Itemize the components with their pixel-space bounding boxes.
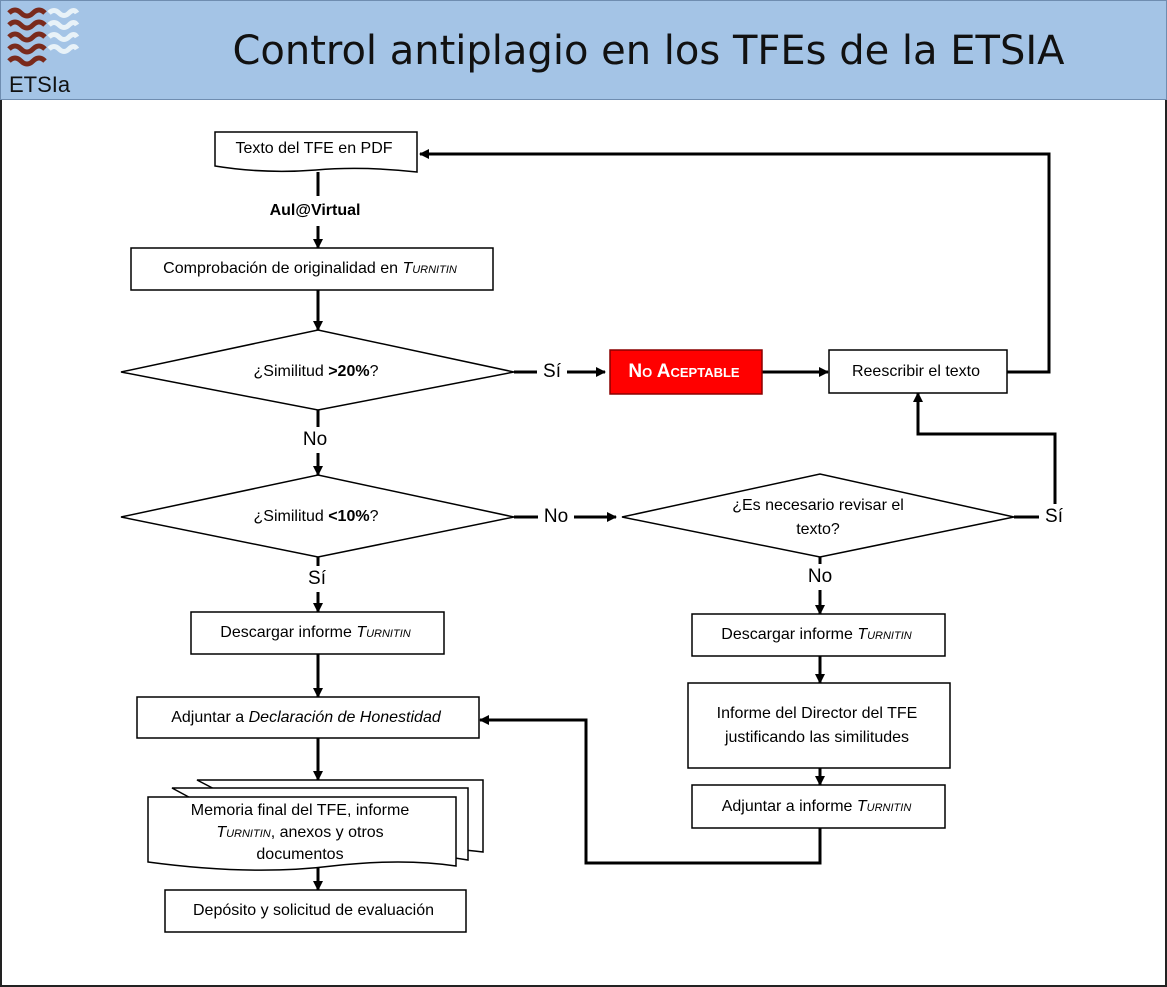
director-label: Informe del Director del TFE justificand… (716, 704, 918, 746)
attach2-box (691, 784, 946, 829)
sim20-label: ¿Similitud >20%? (253, 363, 379, 380)
diagram-frame (0, 100, 1167, 987)
download2-label: Descargar informe Turnitin (721, 626, 912, 643)
logo-text: ETSIa (9, 72, 71, 97)
aula-virtual-label: Aul@Virtual (249, 196, 381, 226)
page-title: Control antiplagio en los TFEs de la ETS… (232, 28, 1065, 74)
edge-label-sim20-yes: Sí (537, 359, 567, 385)
not-acceptable-box (609, 349, 763, 395)
download-box (190, 611, 445, 655)
director-box (687, 682, 951, 769)
revise-label: ¿Es necesario revisar el texto? (732, 497, 904, 538)
pdf-text-label: Texto del TFE en PDF (235, 140, 393, 157)
sim20-diamond (120, 329, 515, 411)
download-label: Descargar informe Turnitin (220, 624, 411, 641)
header-bar: ETSIa Control antiplagio en los TFEs de … (0, 0, 1167, 100)
edge-label-revise-no: No (802, 564, 838, 590)
arrow-rewrite-to-pdf (419, 149, 1051, 374)
sim10-diamond (120, 474, 515, 558)
rewrite-label: Reescribir el texto (851, 362, 981, 380)
not-acceptable-label: No Aceptable (628, 361, 740, 382)
edge-label-sim10-yes: Sí (302, 566, 332, 592)
deposit-box (164, 889, 467, 933)
edge-label-sim10-no: No (538, 504, 574, 530)
memoria-label: Memoria final del TFE, informe Turnitin,… (190, 802, 410, 863)
download2-box (691, 613, 946, 657)
arrow-revise-yes (913, 392, 1057, 519)
check-box (130, 247, 494, 291)
shapes (120, 131, 1015, 933)
edge-label-sim20-no: No (297, 427, 333, 453)
attach2-label: Adjuntar a informe Turnitin (721, 797, 912, 815)
etsia-logo (7, 7, 80, 67)
memoria-doc-front (147, 796, 457, 871)
check-label: Comprobación de originalidad en Turnitin (163, 260, 457, 277)
sim10-label: ¿Similitud <10%? (253, 508, 379, 525)
flowchart-canvas (120, 131, 1057, 933)
edge-label-revise-yes: Sí (1039, 504, 1069, 530)
arrow-attach2-to-honesty (479, 715, 822, 865)
pdf-document-shape (214, 131, 418, 173)
rewrite-box (828, 349, 1008, 394)
revise-diamond (621, 473, 1015, 558)
attach-label: Adjuntar a Declaración de Honestidad (171, 708, 441, 726)
deposit-label: Depósito y solicitud de evaluación (192, 902, 435, 919)
attach-box (136, 696, 480, 739)
